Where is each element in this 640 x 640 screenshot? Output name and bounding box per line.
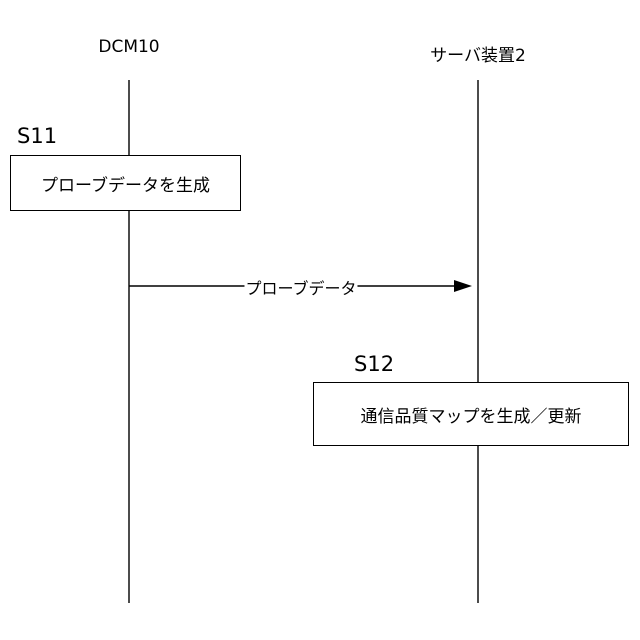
step-s12-text: 通信品質マップを生成／更新 — [361, 402, 582, 427]
server-title: サーバ装置2 — [430, 41, 526, 66]
message-arrow-head — [454, 280, 472, 292]
step-s11-label: S11 — [17, 124, 57, 148]
dcm-title: DCM10 — [98, 37, 159, 57]
step-s11-box: プローブデータを生成 — [10, 155, 241, 211]
message-label: プローブデータ — [244, 275, 357, 299]
step-s12-label: S12 — [354, 352, 394, 376]
step-s11-text: プローブデータを生成 — [41, 171, 210, 196]
step-s12-box: 通信品質マップを生成／更新 — [313, 382, 629, 446]
